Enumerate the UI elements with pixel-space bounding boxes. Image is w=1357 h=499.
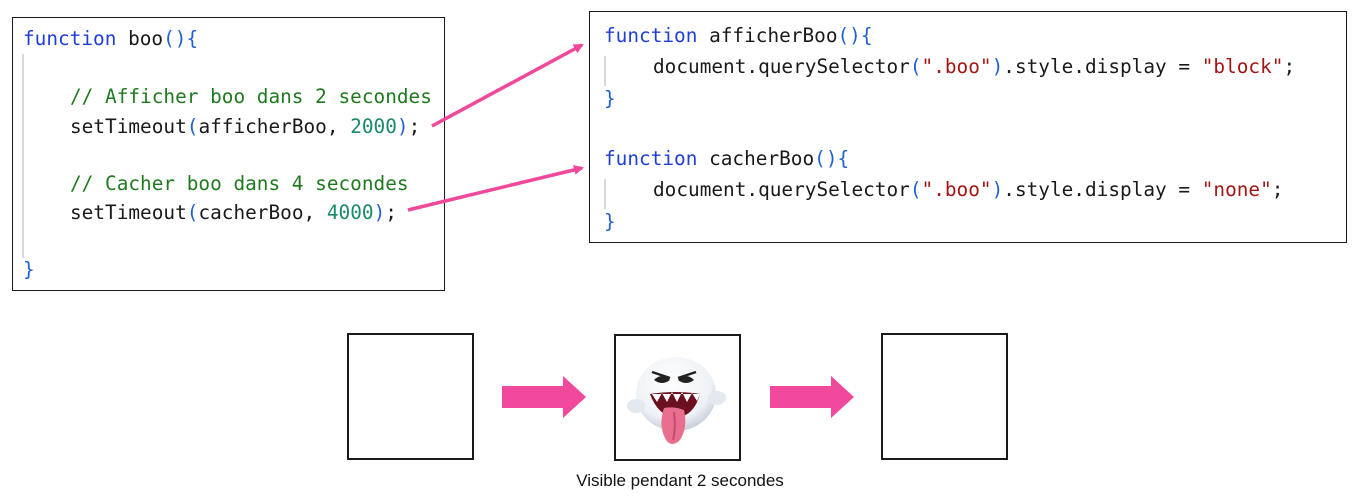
settimeout-cacher-line: setTimeout(cacherBoo, 4000);	[70, 201, 397, 225]
queryselector-call: document.querySelector	[653, 178, 910, 201]
parentheses: ()	[163, 27, 187, 50]
keyword-function: function	[604, 147, 698, 170]
sequence-arrow-1	[502, 376, 586, 418]
delay-value: 2000	[350, 115, 397, 138]
boo-function-header: function boo(){	[23, 27, 198, 51]
sequence-arrow-2	[770, 376, 854, 418]
close-paren: )	[991, 55, 1004, 78]
close-brace: }	[604, 210, 616, 233]
semicolon: ;	[385, 201, 397, 224]
function-name: boo	[116, 27, 164, 50]
comment-cacher: // Cacher boo dans 4 secondes	[70, 172, 409, 195]
visibility-caption: Visible pendant 2 secondes	[576, 471, 784, 490]
comment-afficher: // Afficher boo dans 2 secondes	[70, 85, 432, 108]
indent-guide	[604, 179, 606, 209]
close-paren: )	[373, 201, 386, 224]
callback-arg: afficherBoo,	[198, 115, 351, 138]
close-brace: }	[23, 258, 35, 281]
function-name: cacherBoo	[697, 147, 815, 170]
empty-box-before	[347, 333, 474, 460]
open-paren: (	[186, 201, 199, 224]
open-brace: {	[186, 27, 199, 50]
open-paren: (	[186, 115, 199, 138]
open-brace: {	[837, 147, 850, 170]
display-functions-code-box: function afficherBoo(){ document.querySe…	[589, 11, 1347, 243]
semicolon: ;	[408, 115, 421, 138]
afficherboo-header: function afficherBoo(){	[604, 24, 873, 48]
indent-guide	[22, 54, 24, 258]
parentheses: ()	[814, 147, 838, 170]
open-paren: (	[909, 55, 922, 78]
semicolon: ;	[1271, 178, 1284, 201]
queryselector-call: document.querySelector	[653, 55, 910, 78]
settimeout-call: setTimeout	[70, 115, 187, 138]
cacherboo-header: function cacherBoo(){	[604, 147, 849, 171]
style-display-assignment: .style.display =	[1003, 178, 1202, 201]
empty-box-after	[881, 333, 1008, 460]
selector-string: ".boo"	[921, 178, 992, 201]
semicolon: ;	[1283, 55, 1296, 78]
selector-string: ".boo"	[921, 55, 992, 78]
parentheses: ()	[837, 24, 861, 47]
connector-arrow-afficher	[431, 43, 584, 128]
delay-value: 4000	[326, 201, 374, 224]
display-value: "block"	[1201, 55, 1284, 78]
boo-function-code-box: function boo(){ // Afficher boo dans 2 s…	[12, 17, 445, 291]
display-value: "none"	[1201, 178, 1272, 201]
close-brace: }	[604, 87, 616, 110]
keyword-function: function	[604, 24, 698, 47]
settimeout-call: setTimeout	[70, 201, 187, 224]
close-paren: )	[396, 115, 409, 138]
afficherboo-body: document.querySelector(".boo").style.dis…	[653, 55, 1295, 79]
close-paren: )	[991, 178, 1004, 201]
settimeout-afficher-line: setTimeout(afficherBoo, 2000);	[70, 115, 420, 139]
callback-arg: cacherBoo,	[198, 201, 327, 224]
style-display-assignment: .style.display =	[1003, 55, 1202, 78]
boo-ghost-icon	[627, 357, 726, 444]
open-brace: {	[860, 24, 873, 47]
indent-guide	[604, 56, 606, 86]
cacherboo-body: document.querySelector(".boo").style.dis…	[653, 178, 1283, 202]
keyword-function: function	[23, 27, 117, 50]
open-paren: (	[909, 178, 922, 201]
boo-visible-box	[614, 334, 741, 461]
connector-arrow-cacher	[407, 165, 584, 212]
function-name: afficherBoo	[697, 24, 838, 47]
